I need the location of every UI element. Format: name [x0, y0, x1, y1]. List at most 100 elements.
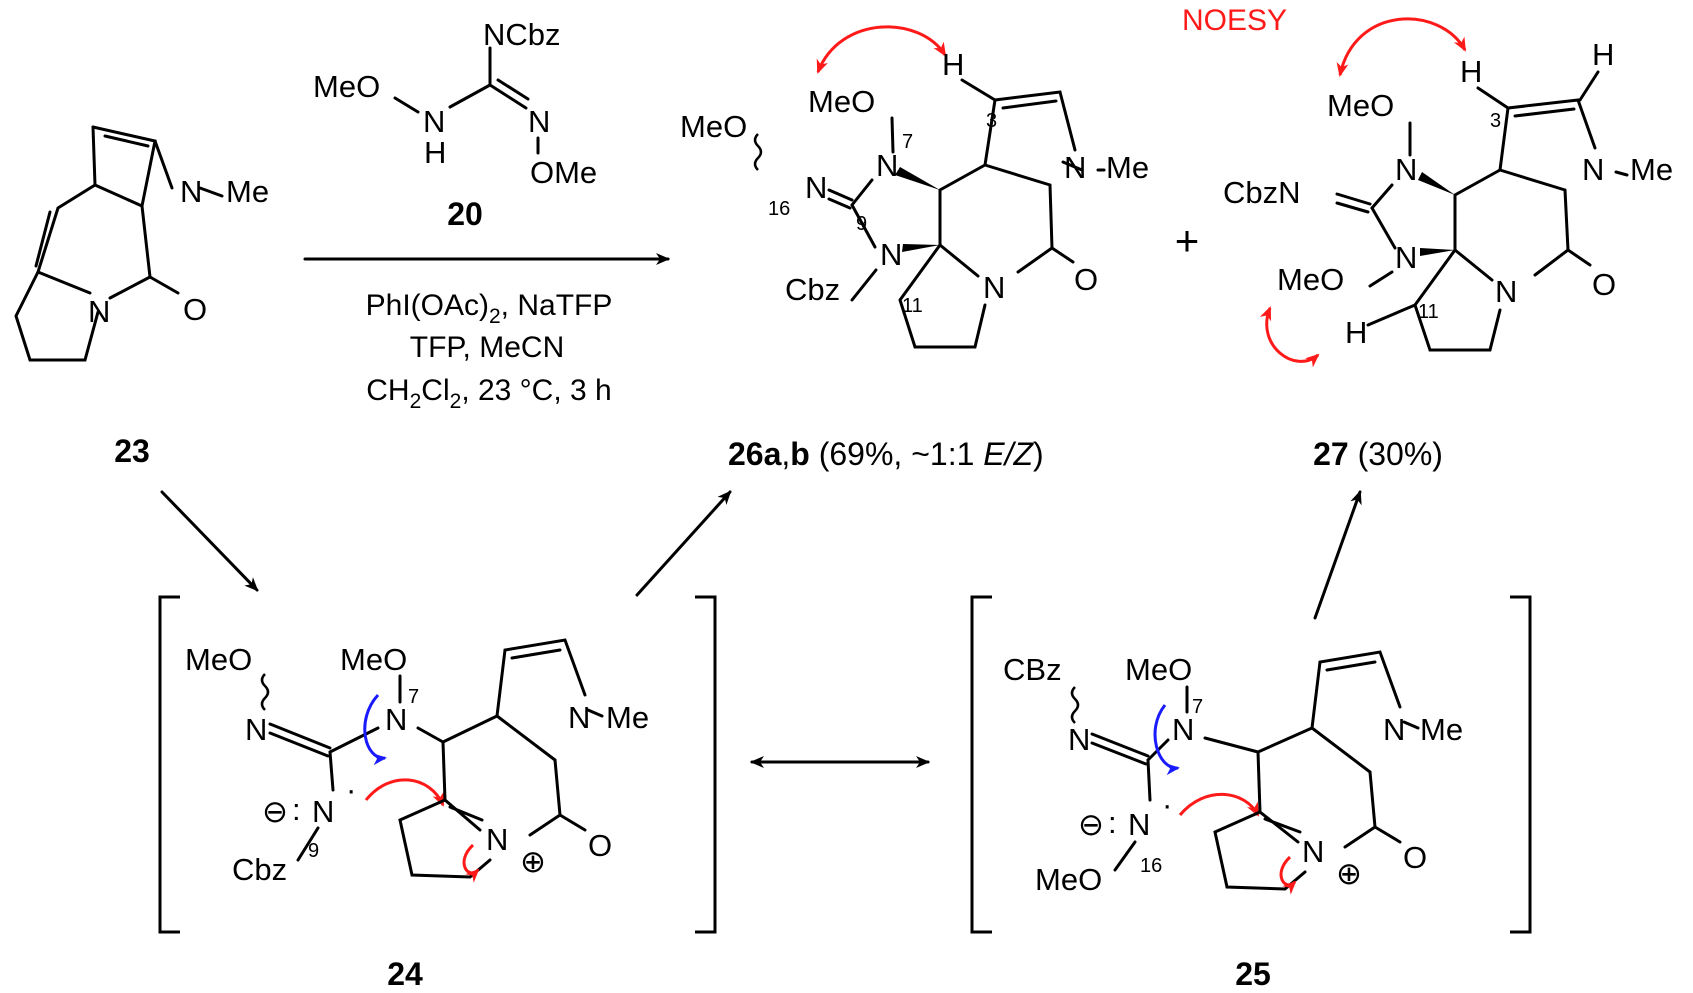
electron-push-arrow-red	[462, 843, 480, 883]
atom-N: N	[245, 712, 267, 747]
atom-N: N	[385, 702, 407, 737]
bracket-right	[1510, 595, 1532, 934]
compound-label-20: 20	[447, 196, 483, 232]
atom-MeO: MeO	[1125, 652, 1192, 687]
atom-MeO: MeO	[340, 642, 407, 677]
atom-Cbz: Cbz	[232, 852, 287, 887]
atom-MeO: MeO	[313, 69, 380, 104]
atom-N: N	[1383, 712, 1405, 747]
atom-N: N	[880, 237, 902, 272]
arrow-25-to-27	[1313, 490, 1362, 620]
atom-N: N	[312, 794, 334, 829]
compound-label-23: 23	[114, 433, 150, 469]
structure-24: MeO MeO N N 7 ⊖ : N · 9 Cbz N Me O N ⊕	[158, 595, 717, 934]
arrow-23-to-24	[160, 490, 259, 592]
electron-push-arrow-blue	[1153, 704, 1180, 776]
atom-lonepair: :	[292, 792, 301, 827]
noesy-label: NOESY	[1182, 4, 1287, 37]
atom-N: N	[1302, 834, 1324, 869]
atom-MeO: MeO	[680, 109, 747, 144]
atom-N: N	[1068, 722, 1090, 757]
atom-Cbz: Cbz	[785, 272, 840, 307]
atom-N: N	[983, 270, 1005, 305]
atom-N: N	[1395, 152, 1417, 187]
locant-11: 11	[1418, 301, 1439, 323]
compound-label-25: 25	[1235, 956, 1271, 992]
atom-NCbz: NCbz	[483, 17, 561, 52]
bracket-left	[158, 595, 180, 934]
atom-N: N	[876, 148, 898, 183]
atom-lonepair: :	[1108, 805, 1117, 840]
condition-line-3: CH2Cl2, 23 °C, 3 h	[366, 374, 611, 413]
atom-N: N	[1395, 240, 1417, 275]
structure-26: H MeO MeO 3 N Me O N N 7 N 16 9 N Cbz	[680, 25, 1149, 349]
conditions: PhI(OAc)2, NaTFP TFP, MeCN CH2Cl2, 23 °C…	[366, 289, 613, 413]
atom-H: H	[942, 47, 964, 82]
atom-lonepair: ·	[1162, 787, 1172, 822]
atom-N: N	[1064, 150, 1086, 185]
atom-N: N	[528, 104, 550, 139]
locant-7: 7	[1192, 696, 1203, 718]
atom-N: N	[180, 174, 202, 209]
locant-9: 9	[856, 213, 867, 235]
structure-20: NCbz MeO N H N OMe	[313, 17, 597, 190]
noesy-arrow	[1336, 17, 1467, 77]
noesy-arrow	[1259, 306, 1320, 368]
atom-O: O	[1403, 840, 1427, 875]
atom-Me: Me	[606, 700, 649, 735]
noesy-arrow	[816, 25, 947, 74]
bracket-left	[970, 595, 992, 934]
atom-N: N	[805, 170, 827, 205]
atom-N: N	[1172, 712, 1194, 747]
condition-line-1: PhI(OAc)2, NaTFP	[366, 289, 613, 328]
atom-MeO: MeO	[185, 642, 252, 677]
atom-O: O	[588, 828, 612, 863]
electron-push-arrow-red	[1178, 792, 1260, 817]
atom-H: H	[1592, 37, 1614, 72]
atom-plus: ⊕	[520, 844, 546, 879]
electron-push-arrow-red	[364, 778, 445, 807]
compound-label-26: 26a,b (69%, ~1:1 E/Z)	[728, 436, 1044, 472]
compound-label-24: 24	[387, 956, 423, 992]
structure-25: CBz MeO N N 7 ⊖ : N · 16 MeO N Me O N ⊕	[970, 595, 1532, 934]
atom-N: N	[423, 104, 445, 139]
atom-lonepair: ·	[346, 772, 356, 807]
locant-11: 11	[902, 295, 923, 317]
atom-CbzN: CbzN	[1223, 175, 1301, 210]
atom-Me: Me	[226, 174, 269, 209]
locant-3: 3	[1490, 110, 1501, 132]
atom-N: N	[1495, 274, 1517, 309]
electron-push-arrow-red	[1279, 855, 1297, 895]
bracket-right	[695, 595, 717, 934]
atom-O: O	[1074, 262, 1098, 297]
structure-23: N Me N O	[14, 125, 269, 362]
atom-MeO: MeO	[1327, 88, 1394, 123]
atom-O: O	[183, 292, 207, 327]
electron-push-arrow-blue	[363, 693, 387, 766]
atom-Me: Me	[1420, 712, 1463, 747]
atom-H: H	[1345, 315, 1367, 350]
compound-label-27: 27 (30%)	[1313, 436, 1443, 472]
atom-N: N	[1582, 152, 1604, 187]
atom-minus: ⊖	[262, 794, 288, 829]
plus-sign: +	[1175, 217, 1200, 264]
atom-MeO: MeO	[1277, 262, 1344, 297]
atom-N: N	[88, 294, 110, 329]
atom-N: N	[568, 700, 590, 735]
locant-9: 9	[308, 840, 319, 862]
locant-7: 7	[902, 131, 913, 153]
atom-OMe: OMe	[530, 155, 597, 190]
atom-N: N	[486, 822, 508, 857]
atom-Me: Me	[1630, 152, 1673, 187]
atom-N: N	[1128, 807, 1150, 842]
atom-plus: ⊕	[1336, 856, 1362, 891]
atom-MeO: MeO	[1035, 862, 1102, 897]
atom-H: H	[1460, 54, 1482, 89]
atom-CBz: CBz	[1003, 652, 1062, 687]
condition-line-2: TFP, MeCN	[410, 331, 564, 364]
locant-7: 7	[408, 686, 419, 708]
locant-16: 16	[768, 198, 790, 220]
atom-MeO: MeO	[808, 84, 875, 119]
atom-Me: Me	[1106, 150, 1149, 185]
